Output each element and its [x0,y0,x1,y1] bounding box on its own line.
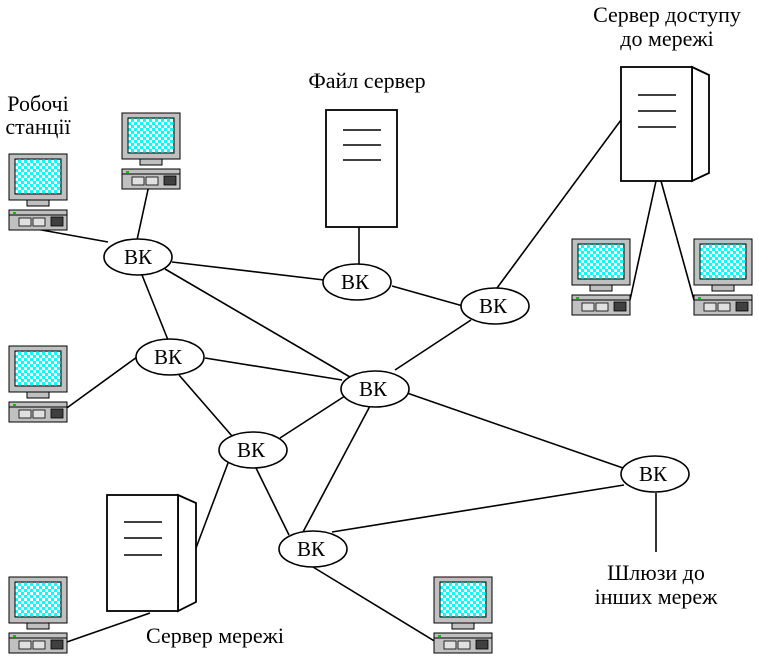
access-server-label: до мережі [620,26,713,51]
links [35,119,695,644]
node-label: ВК [297,537,326,561]
link-as-ws5 [629,180,657,301]
computer-workstation-icon [8,576,68,654]
node-n1: ВК [103,238,173,276]
node-n3: ВК [135,338,205,376]
computer-workstation-icon [571,238,631,316]
link-n3-n6 [178,374,233,437]
server-tower-icon [620,65,710,183]
workstations-label: станції [5,114,71,139]
node-label: ВК [359,377,388,401]
gateways-label: Шлюзи до [607,560,705,585]
labels: Робочі станції Файл сервер Сервер доступ… [5,2,741,648]
computer-workstation-icon [121,112,181,190]
link-n4-n6 [279,393,349,439]
node-label: ВК [341,270,370,294]
file-server-label: Файл сервер [308,68,425,93]
computer-workstation-icon [693,238,753,316]
node-n7: ВК [620,455,690,493]
link-n5-as [496,119,622,289]
access-server-label: Сервер доступу [593,2,741,27]
server-tower-icon [325,109,398,228]
node-n4: ВК [340,370,410,408]
link-n5-n4 [394,319,472,371]
link-n4-n8 [302,405,371,533]
network-server-label: Сервер мережі [146,623,284,648]
link-n1-n4 [164,268,351,378]
link-n1-n2 [171,261,325,281]
link-n2-n5 [391,285,464,307]
node-label: ВК [154,345,183,369]
computer-workstation-icon [433,576,493,654]
node-label: ВК [639,462,668,486]
link-ws4-ns [63,612,151,644]
node-n2: ВК [322,263,392,301]
node-n8: ВК [278,530,348,568]
link-n6-n8 [255,467,290,536]
link-n8-ws7 [312,566,437,643]
computer-workstation-icon [8,153,68,231]
computer-workstation-icon [8,345,68,423]
switching-nodes: ВК ВК ВК ВК ВК ВК ВК ВК [103,238,690,568]
node-label: ВК [237,438,266,462]
link-ns-n6 [195,462,229,549]
link-n4-n7 [406,392,624,469]
link-n3-n4 [204,357,343,381]
link-ws2-n1 [136,184,150,241]
server-tower-icon [106,493,197,613]
link-n1-n3 [141,274,169,341]
workstations-label: Робочі [7,91,69,116]
link-ws1-n1 [35,228,109,243]
link-n8-n7 [331,484,625,533]
node-label: ВК [479,294,508,318]
gateways-label: інших мереж [595,584,719,609]
link-as-ws6 [660,180,695,301]
link-ws3-n3 [63,356,138,411]
node-n5: ВК [460,287,530,325]
node-label: ВК [124,245,153,269]
node-n6: ВК [218,431,288,469]
